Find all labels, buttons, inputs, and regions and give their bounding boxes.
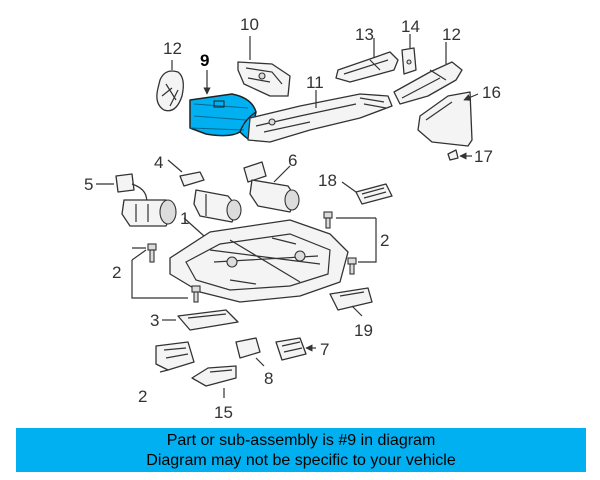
leader-19 <box>159 369 169 373</box>
callout-18: 15 <box>214 403 233 422</box>
callout-1: 1 <box>180 209 189 228</box>
callout-20: 19 <box>354 321 373 340</box>
part-17-screw[interactable] <box>447 149 459 161</box>
info-banner: Part or sub-assembly is #9 in diagram Di… <box>16 428 586 472</box>
leader-2a <box>131 260 188 299</box>
callout-19: 2 <box>138 387 147 406</box>
leader-8 <box>255 357 265 367</box>
leader-4 <box>167 159 183 173</box>
part-10-bracket[interactable] <box>237 61 291 97</box>
callout-21: 18 <box>318 171 337 190</box>
leader-1 <box>183 217 205 237</box>
part-6-motor[interactable] <box>243 161 300 213</box>
callout-11: 11 <box>306 73 324 92</box>
part-11-trim[interactable] <box>247 93 393 143</box>
part-16-panel[interactable] <box>417 91 473 147</box>
callout-3: 3 <box>150 311 159 330</box>
callout-10: 10 <box>240 15 259 34</box>
part-3-plate[interactable] <box>177 309 239 331</box>
callout-7: 7 <box>320 340 329 359</box>
callout-14: 13 <box>355 25 374 44</box>
callout-15: 14 <box>401 17 420 36</box>
part-13-cover[interactable] <box>156 70 184 112</box>
leader-2b <box>336 217 377 263</box>
callout-8: 8 <box>264 369 273 388</box>
leader-20 <box>351 305 363 317</box>
part-motor-2[interactable] <box>193 189 242 223</box>
part-18-trim[interactable] <box>191 365 237 387</box>
part-20-cover[interactable] <box>329 287 373 311</box>
callout-9: 9 <box>200 51 209 70</box>
part-9-cover[interactable] <box>189 93 257 141</box>
part-14-bracket[interactable] <box>335 51 399 83</box>
callout-12: 12 <box>442 25 461 44</box>
part-7-switch[interactable] <box>275 337 307 361</box>
part-12-trim[interactable] <box>393 61 463 105</box>
callout-16: 16 <box>482 83 501 102</box>
callout-17: 17 <box>474 147 493 166</box>
part-15-clip[interactable] <box>401 47 417 75</box>
callout-13: 12 <box>163 39 182 58</box>
callout-2-left: 2 <box>112 263 121 282</box>
part-19-housing[interactable] <box>155 341 195 371</box>
leader-2a-top <box>131 247 147 261</box>
callout-5: 5 <box>84 175 93 194</box>
part-21-plate[interactable] <box>355 183 393 205</box>
callout-4: 4 <box>154 153 163 172</box>
leader-21 <box>341 181 357 193</box>
leader-6 <box>273 165 291 183</box>
callout-2-right: 2 <box>380 231 389 250</box>
part-5-motor[interactable] <box>115 173 177 227</box>
banner-line-1: Part or sub-assembly is #9 in diagram <box>166 432 436 449</box>
banner-line-2: Diagram may not be specific to your vehi… <box>146 452 456 469</box>
callout-6: 6 <box>288 151 297 170</box>
part-4-connector[interactable] <box>179 171 205 187</box>
part-2-bolt[interactable] <box>147 211 357 303</box>
leader-16 <box>463 93 479 101</box>
part-1-frame[interactable] <box>169 219 349 303</box>
part-8-switch[interactable] <box>235 337 261 359</box>
parts-diagram: 12 9 10 11 13 14 12 <box>84 15 501 422</box>
